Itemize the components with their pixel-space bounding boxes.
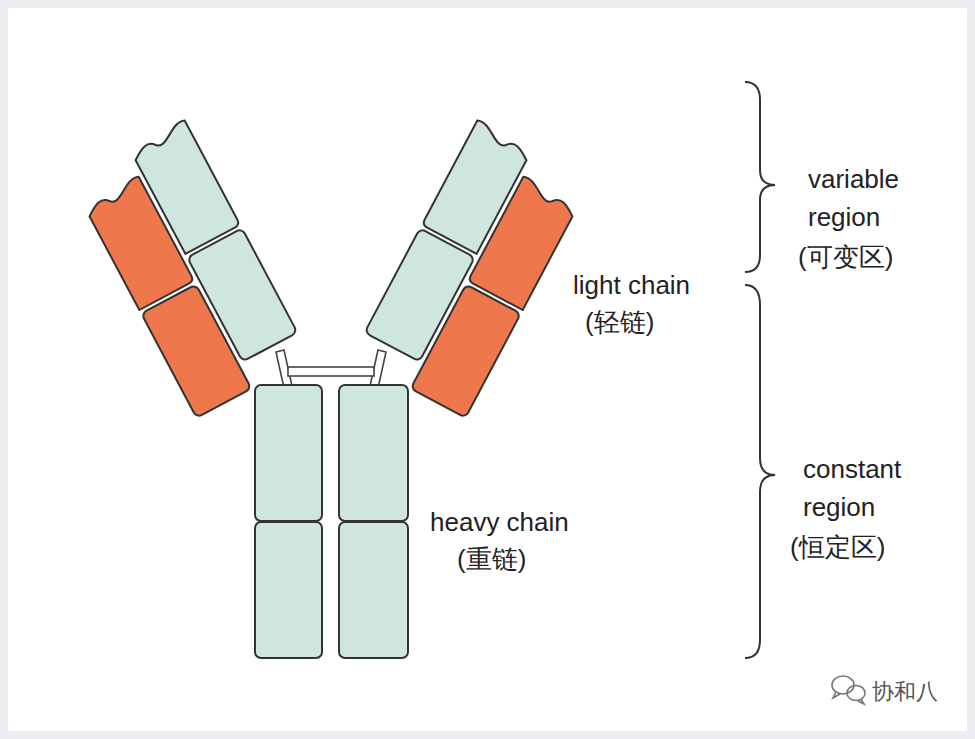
heavy-chain-domain (255, 522, 322, 658)
chain-label: heavy chain (430, 503, 569, 541)
disulfide-bond (288, 367, 374, 376)
heavy-chain-domain (339, 385, 408, 521)
braces (745, 82, 775, 658)
light-chain-variable-domain (83, 176, 194, 310)
panel (8, 8, 967, 731)
hinge (276, 350, 386, 388)
heavy-chain-domain (339, 522, 408, 658)
heavy-chain-stem (255, 385, 408, 658)
light-chain-domain (141, 284, 251, 417)
region-label: variable region (808, 160, 928, 236)
light-chain-variable-domain (468, 176, 579, 310)
chain-label: light chain (573, 266, 690, 304)
region-label-cn: (恒定区) (790, 528, 885, 566)
right-fab-arm (351, 120, 591, 418)
chain-label-cn: (重链) (457, 540, 526, 578)
left-fab-arm (70, 120, 310, 418)
constant-brace (745, 285, 775, 658)
variable-brace (745, 82, 775, 272)
chain-label-cn: (轻链) (585, 303, 654, 341)
region-label-cn: (可变区) (798, 238, 893, 276)
wechat-icon (832, 676, 865, 704)
light-chain-domain (411, 284, 521, 417)
heavy-chain-domain (255, 385, 322, 521)
region-label: constant region (803, 450, 931, 526)
watermark: 协和八 (872, 673, 938, 711)
